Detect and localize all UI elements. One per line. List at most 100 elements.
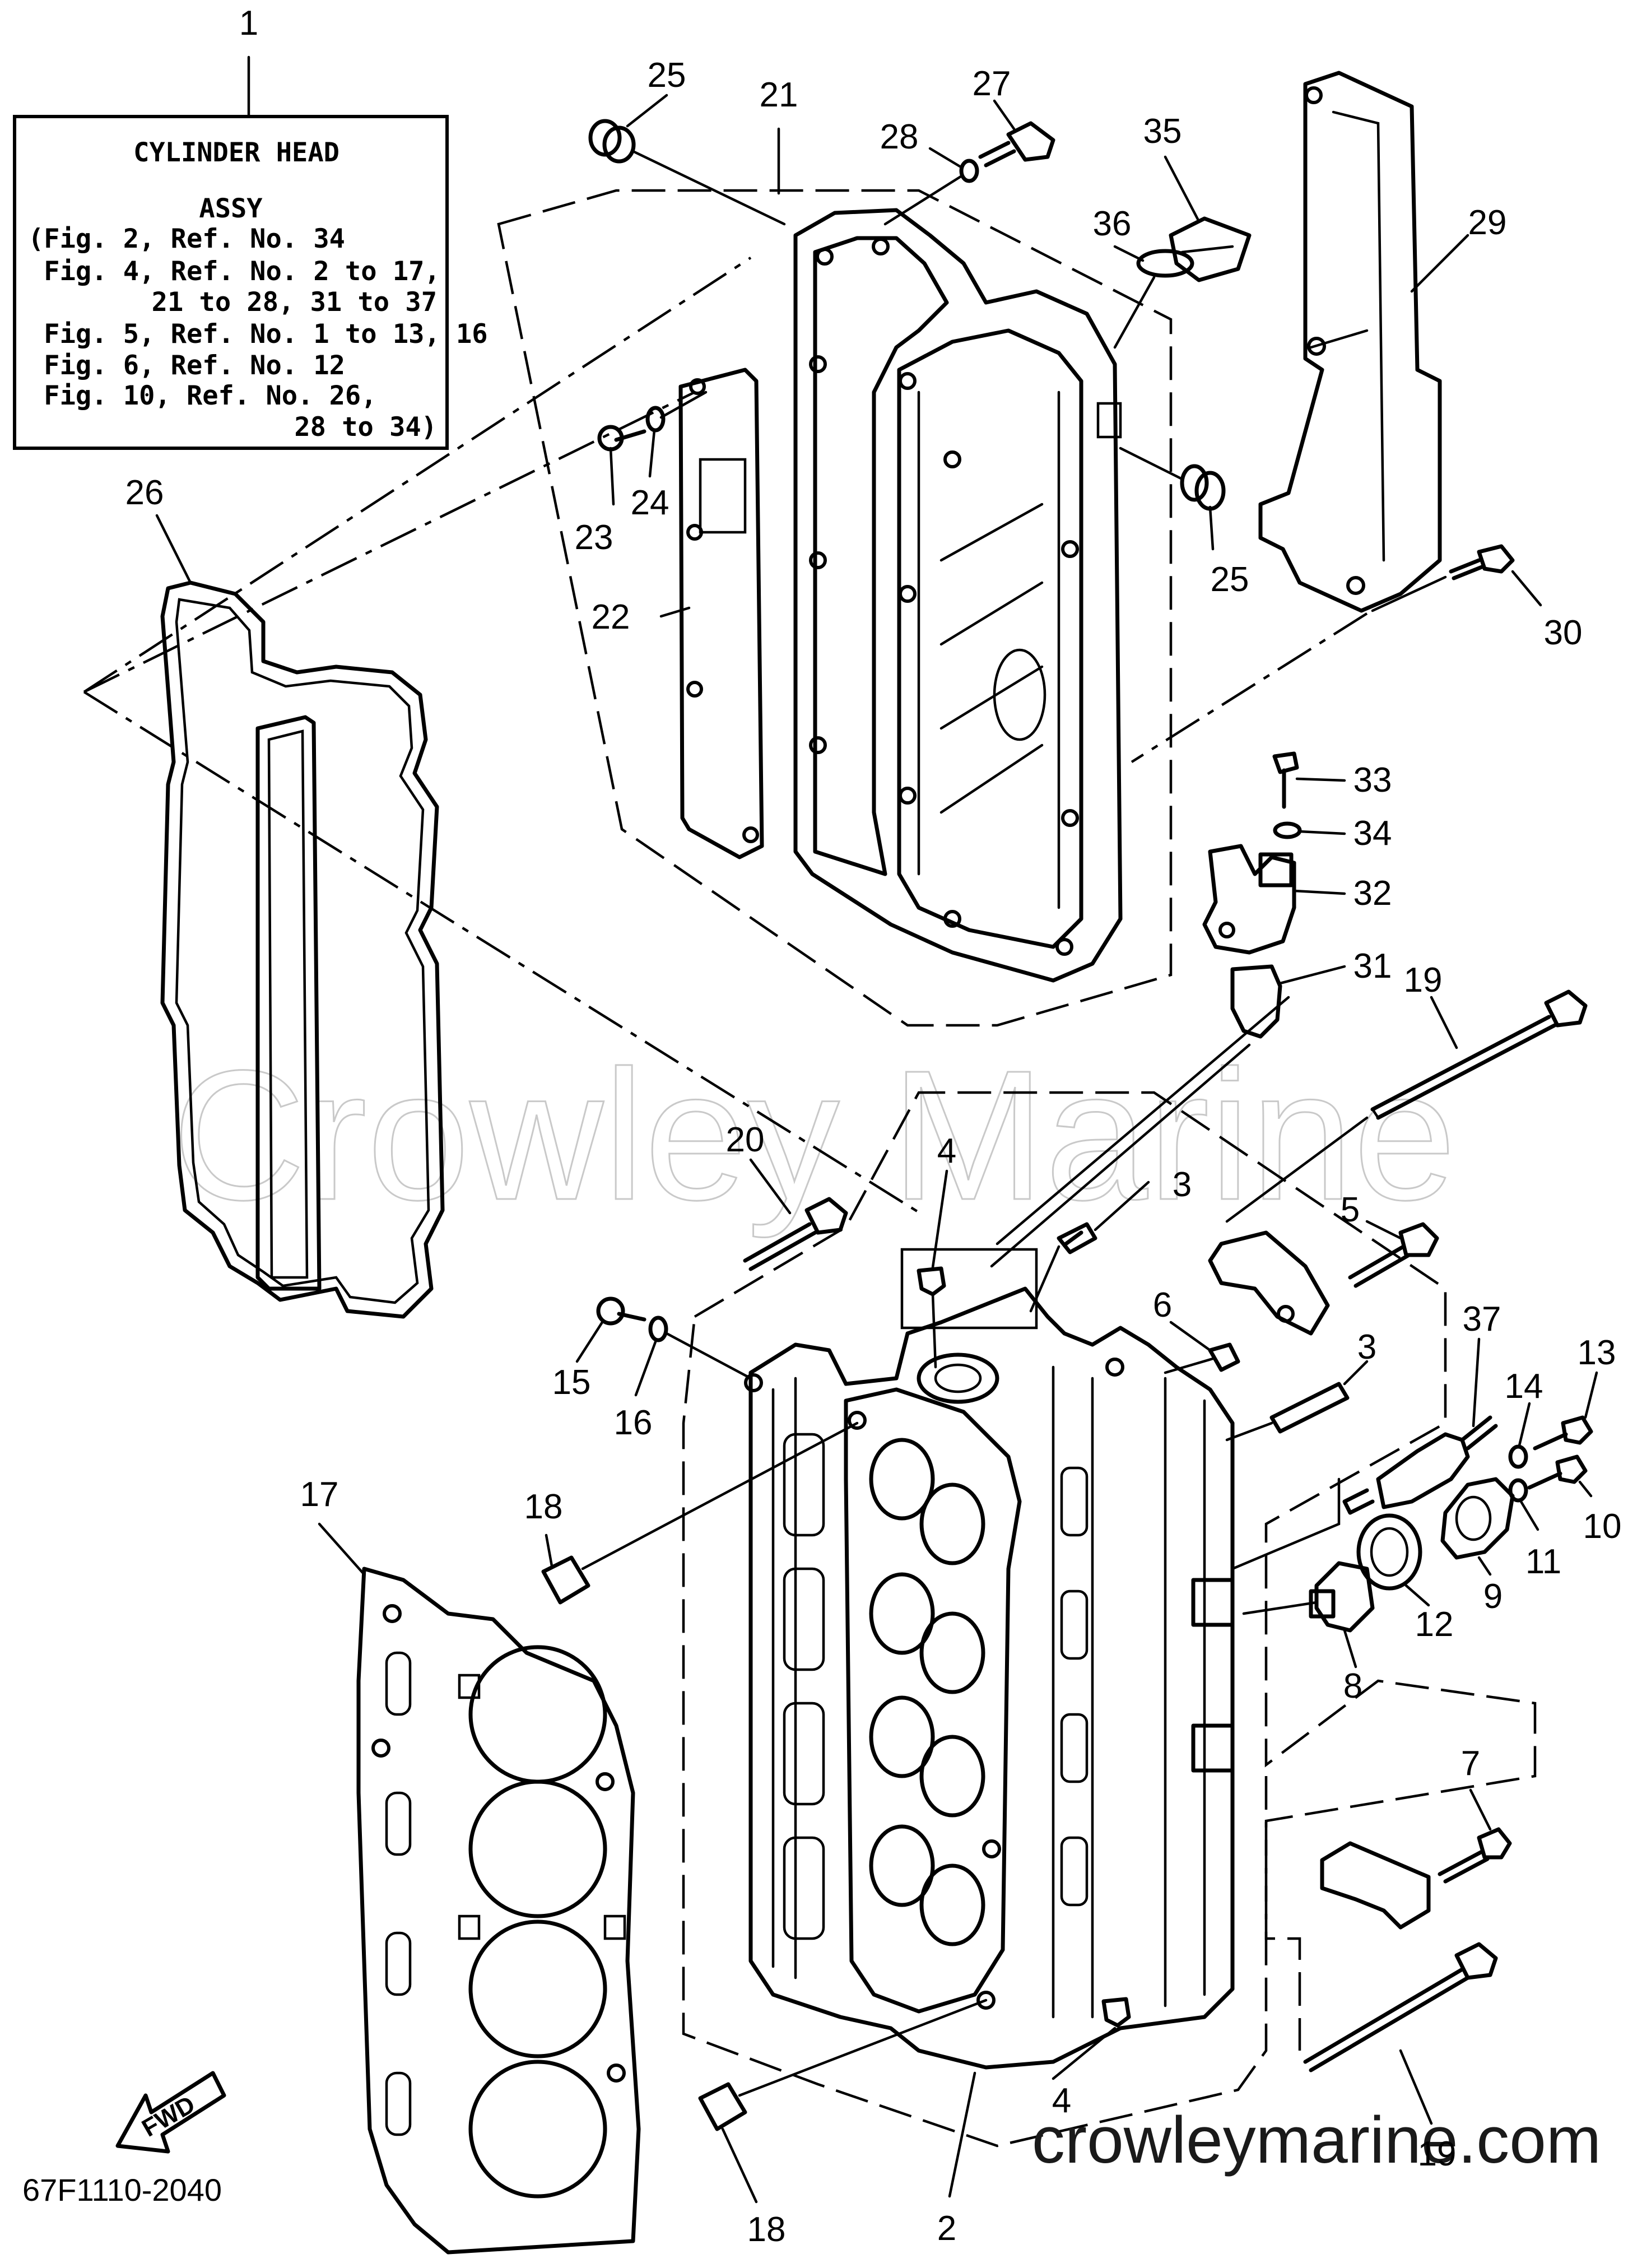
callout-21: 21 xyxy=(760,76,798,114)
callout-14: 14 xyxy=(1505,1367,1543,1406)
callout-19: 19 xyxy=(1404,961,1443,1000)
callout-7: 7 xyxy=(1461,1744,1480,1783)
callout-2: 2 xyxy=(937,2209,956,2248)
callout-20: 20 xyxy=(726,1121,765,1159)
title-box: CYLINDER HEAD ASSY (Fig. 2, Ref. No. 34 … xyxy=(13,55,488,450)
cover-group-outline xyxy=(497,189,1173,1027)
part-20-bolt xyxy=(743,1197,848,1271)
title-line-2: ASSY xyxy=(199,193,263,224)
callout-1: 1 xyxy=(239,4,258,43)
callout-leaders xyxy=(155,94,1598,2204)
part-35-oil-cap xyxy=(1169,216,1252,282)
bearing-cap-lower xyxy=(1320,1841,1431,1930)
part-4-plug-top xyxy=(917,1266,946,1296)
part-34-washer xyxy=(1273,821,1302,839)
callout-10: 10 xyxy=(1583,1507,1622,1546)
drawing-code: 67F1110-2040 xyxy=(22,2172,222,2207)
part-13-bolt xyxy=(1533,1415,1593,1451)
callout-8: 8 xyxy=(1343,1667,1362,1705)
callout-12: 12 xyxy=(1415,1605,1454,1644)
part-3-dowel-top xyxy=(1057,1222,1097,1254)
alignment-line-30 xyxy=(1131,612,1368,763)
callout-33: 33 xyxy=(1353,761,1392,800)
title-line-1: CYLINDER HEAD xyxy=(133,137,339,168)
part-3-dowel-right xyxy=(1269,1382,1350,1434)
callout-25b: 25 xyxy=(1211,560,1249,599)
callout-31: 31 xyxy=(1353,947,1392,986)
title-line-9: 28 to 34) xyxy=(294,412,437,443)
callout-25: 25 xyxy=(648,56,686,95)
title-line-5: 21 to 28, 31 to 37 xyxy=(152,287,437,318)
part-25-plug-top xyxy=(588,119,636,164)
part-18-dowel-lower xyxy=(698,2082,747,2131)
callout-numbers: 1 25 21 27 28 35 36 29 23 24 25 26 22 30… xyxy=(125,4,1622,2249)
part-14-washer xyxy=(1508,1444,1528,1469)
callout-11: 11 xyxy=(1525,1542,1561,1581)
callout-4b: 4 xyxy=(1052,2081,1071,2120)
callout-9: 9 xyxy=(1483,1577,1503,1616)
title-line-4: Fig. 4, Ref. No. 2 to 17, xyxy=(28,256,440,287)
callout-13: 13 xyxy=(1578,1333,1616,1372)
head-group-inner-line xyxy=(1264,1776,1301,2051)
part-32-sensor xyxy=(1202,844,1296,955)
part-33-bolt xyxy=(1272,751,1299,809)
part-24-washer xyxy=(645,406,666,433)
website-text: crowleymarine.com xyxy=(1032,2103,1601,2177)
callout-4: 4 xyxy=(937,1132,956,1170)
callout-19b: 19 xyxy=(1418,2135,1457,2173)
title-line-7: Fig. 6, Ref. No. 12 xyxy=(28,350,345,381)
part-36-o-ring xyxy=(1136,249,1194,278)
part-11-washer xyxy=(1508,1478,1528,1503)
part-25-plug-right xyxy=(1180,464,1226,511)
callout-15: 15 xyxy=(552,1363,591,1402)
callout-35: 35 xyxy=(1143,112,1182,151)
bearing-cap-upper xyxy=(1208,1230,1330,1336)
part-22-plate xyxy=(678,368,764,859)
callout-3: 3 xyxy=(1173,1165,1192,1204)
callout-30: 30 xyxy=(1544,614,1583,652)
part-12-seal xyxy=(1356,1513,1422,1591)
callout-24: 24 xyxy=(631,484,669,522)
callout-37: 37 xyxy=(1463,1300,1501,1339)
callout-16: 16 xyxy=(614,1403,653,1442)
part-6-pin xyxy=(1208,1342,1240,1372)
callout-27: 27 xyxy=(973,64,1011,103)
part-10-bolt xyxy=(1527,1454,1588,1490)
head-group-outline xyxy=(682,1091,1537,2148)
callout-23: 23 xyxy=(575,518,613,557)
callout-34: 34 xyxy=(1353,814,1392,853)
title-line-6: Fig. 5, Ref. No. 1 to 13, 16 xyxy=(28,319,488,350)
callout-6: 6 xyxy=(1153,1286,1172,1324)
callout-22: 22 xyxy=(592,598,630,636)
part-2-cylinder-head xyxy=(744,1248,1235,2070)
part-23-bolt xyxy=(597,425,646,452)
callout-32: 32 xyxy=(1353,874,1392,913)
part-7-bolt xyxy=(1438,1827,1512,1884)
part-30-bolt xyxy=(1449,544,1515,580)
part-19-bolt-top xyxy=(1370,989,1588,1120)
fwd-arrow-icon: FWD xyxy=(115,2071,226,2154)
part-5-bolt xyxy=(1348,1222,1439,1288)
callout-26: 26 xyxy=(125,473,164,512)
part-17-head-gasket xyxy=(356,1567,641,2255)
part-15-bolt xyxy=(596,1296,646,1326)
part-28-washer xyxy=(959,159,979,183)
part-19-bolt-bottom xyxy=(1303,1942,1498,2072)
part-9-cover xyxy=(1440,1477,1515,1560)
callout-29: 29 xyxy=(1468,203,1507,242)
part-16-washer xyxy=(648,1316,668,1342)
part-26-cover-gasket xyxy=(160,580,445,1319)
callout-5: 5 xyxy=(1341,1191,1360,1229)
callout-18b: 18 xyxy=(747,2210,786,2249)
callout-3b: 3 xyxy=(1357,1328,1376,1367)
title-line-8: Fig. 10, Ref. No. 26, xyxy=(28,380,377,411)
alignment-line-26b xyxy=(83,391,695,694)
callout-18: 18 xyxy=(524,1488,563,1526)
part-18-dowel-upper xyxy=(541,1555,590,1605)
part-4-plug-bottom xyxy=(1101,1997,1131,2028)
callout-28: 28 xyxy=(880,118,919,156)
callout-17: 17 xyxy=(300,1475,339,1514)
part-37-spark-plug xyxy=(1342,1415,1498,1515)
part-21-cylinder-head-cover xyxy=(793,208,1123,983)
